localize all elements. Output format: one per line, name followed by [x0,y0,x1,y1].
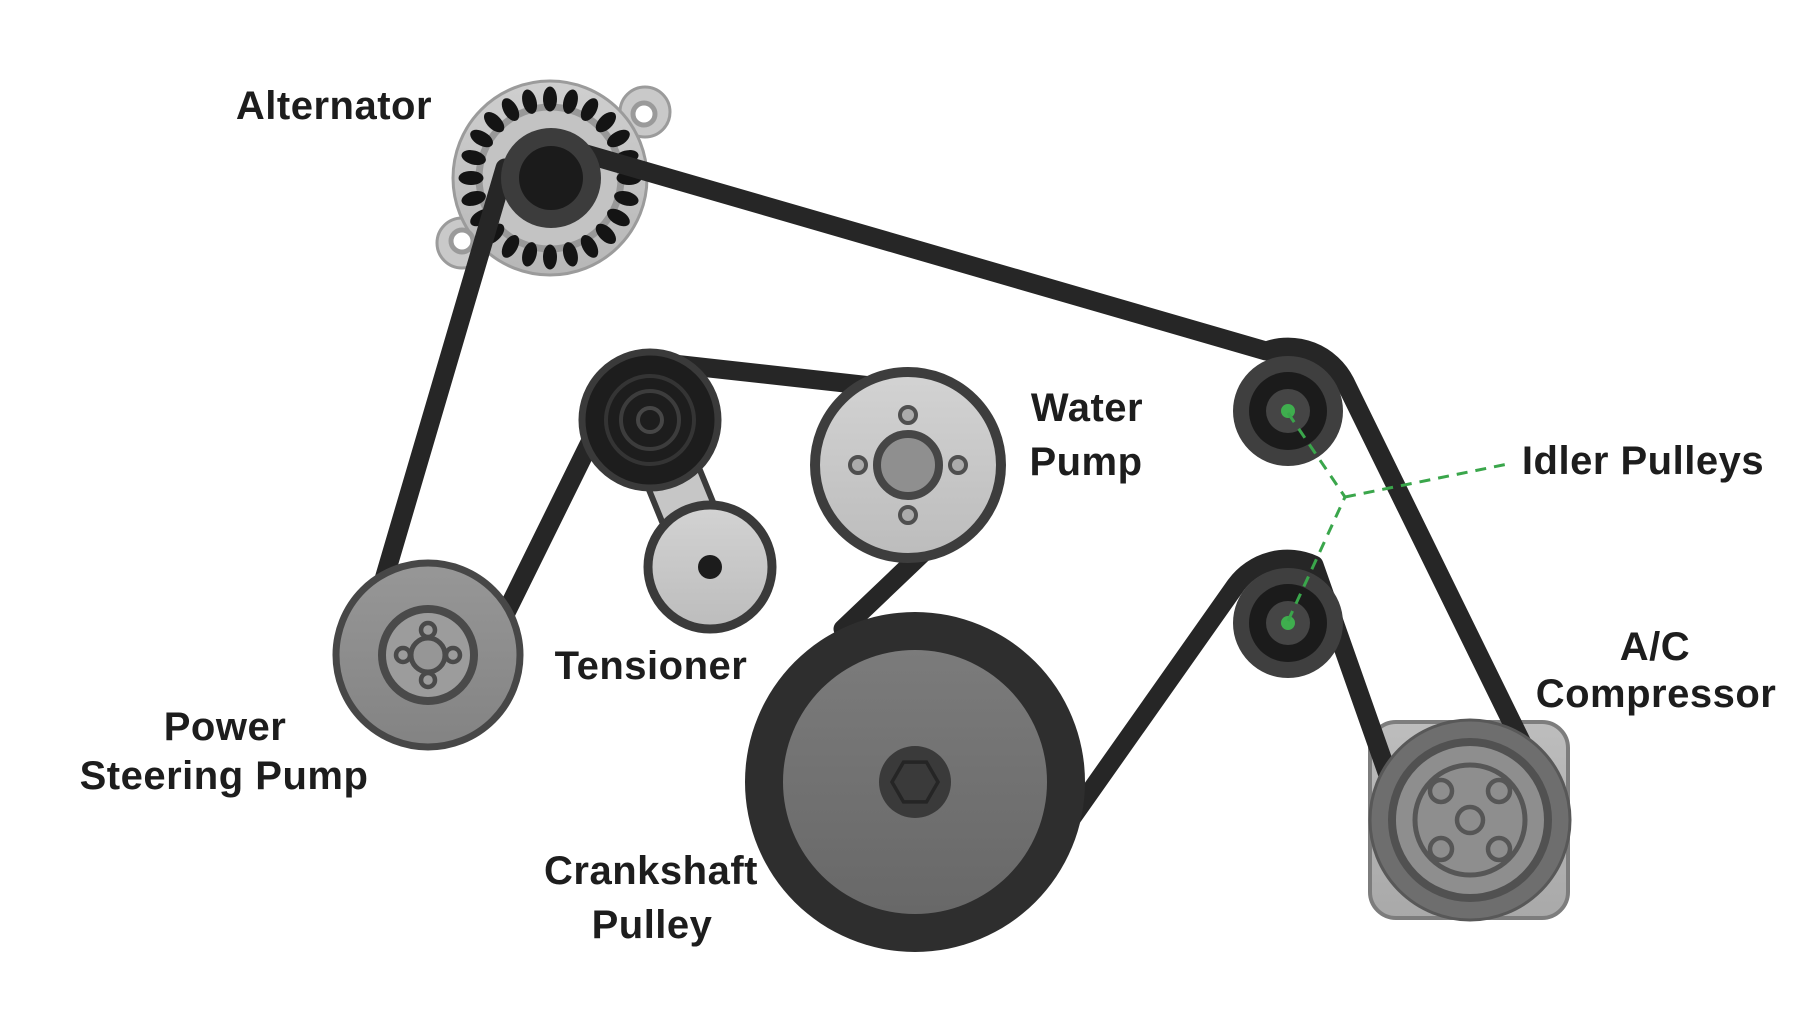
ac-compressor-pulley [1368,718,1572,922]
label-ac-line1: A/C [1620,625,1690,669]
label-ac-line2: Compressor [1536,672,1777,716]
label-water-pump-line1: Water [1031,386,1143,430]
idler-callout-lines [1286,412,1509,622]
callout-line-lower-idler [1286,496,1347,622]
belt-segment-alternator-powersteering [362,158,515,630]
crankshaft-pulley [745,612,1085,952]
idler-pulley-upper [1233,356,1343,466]
callout-line-to-label [1344,462,1509,499]
belt-segment-powersteering-tensioner [485,408,612,645]
label-power-steering-line1: Power [164,705,287,749]
label-crankshaft-line1: Crankshaft [544,849,758,893]
crankshaft-bolt-hexagon [889,760,941,804]
label-alternator: Alternator [236,84,432,128]
label-idler-pulleys: Idler Pulleys [1522,439,1764,483]
tensioner-pulley [578,348,722,492]
power-steering-pulley [332,559,524,751]
alternator-bolt-hole-bottom [448,227,476,255]
belt-segment-crankshaft-idler-ac [1013,549,1411,897]
serpentine-belt [362,133,1555,897]
idler-upper-green-dot [1281,404,1295,418]
label-crankshaft-line2: Pulley [592,903,713,947]
alternator-bolt-hole-top [630,100,658,128]
water-pump-pulley [810,367,1006,563]
label-power-steering-line2: Steering Pump [80,754,369,798]
alternator-pulley [501,128,601,228]
belt-segment-alternator-idler-ac [538,133,1555,800]
alternator-vent-teeth [458,86,642,270]
idler-lower-green-dot [1281,616,1295,630]
callout-line-upper-idler [1286,412,1347,498]
tensioner-base-pulley [643,500,777,634]
label-tensioner: Tensioner [555,644,748,688]
label-water-pump-line2: Pump [1029,440,1142,484]
idler-pulley-lower [1233,568,1343,678]
